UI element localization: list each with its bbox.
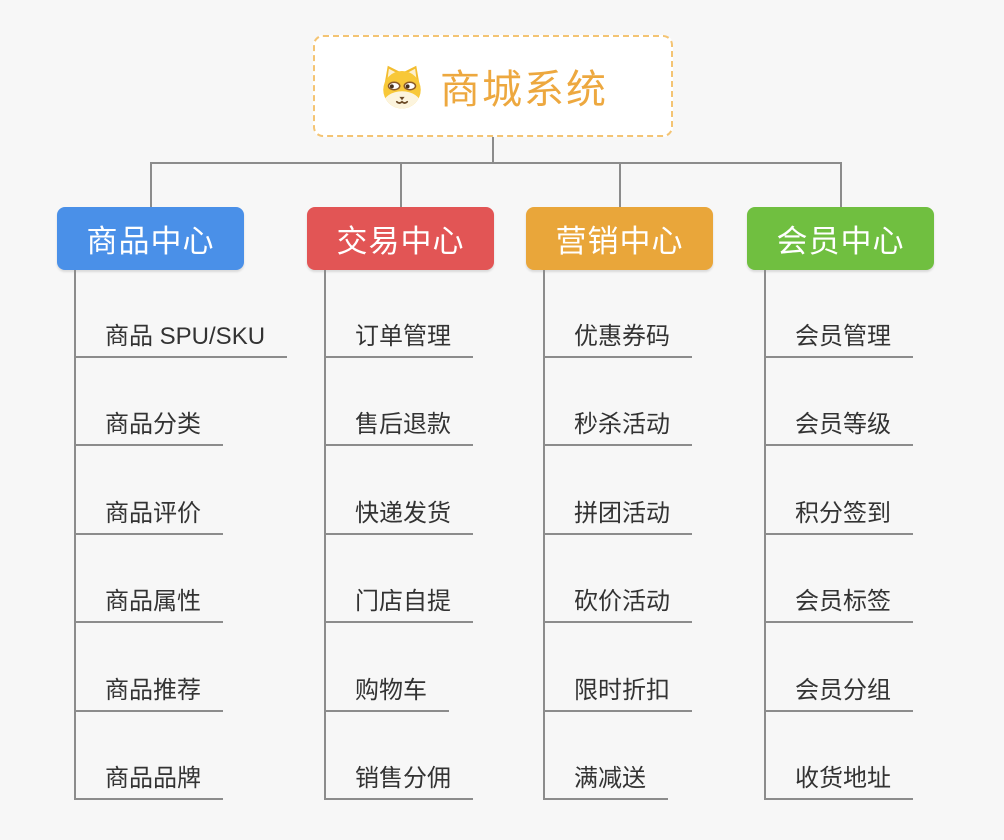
mindmap-child-node[interactable]: 快递发货 <box>324 499 473 535</box>
mindmap-child-node[interactable]: 销售分佣 <box>324 764 473 800</box>
mindmap-child-node[interactable]: 拼团活动 <box>543 499 692 535</box>
mindmap-child-node[interactable]: 满减送 <box>543 764 668 800</box>
mindmap-child-node[interactable]: 会员等级 <box>764 410 913 446</box>
mindmap-child-node[interactable]: 售后退款 <box>324 410 473 446</box>
mindmap-child-node[interactable]: 门店自提 <box>324 587 473 623</box>
connector-branch-drop <box>619 162 621 207</box>
root-label: 商城系统 <box>440 68 608 112</box>
branch-trunk-line <box>764 270 766 800</box>
mindmap-child-node[interactable]: 商品推荐 <box>74 676 223 712</box>
branch-trunk-line <box>543 270 545 800</box>
mindmap-child-node[interactable]: 商品分类 <box>74 410 223 446</box>
mindmap-child-node[interactable]: 订单管理 <box>324 322 473 358</box>
mindmap-child-node[interactable]: 会员分组 <box>764 676 913 712</box>
mindmap-child-node[interactable]: 砍价活动 <box>543 587 692 623</box>
branch-node[interactable]: 交易中心 <box>307 207 494 270</box>
branch-node[interactable]: 商品中心 <box>57 207 244 270</box>
mindmap-child-node[interactable]: 积分签到 <box>764 499 913 535</box>
branch: 营销中心 优惠券码秒杀活动拼团活动砍价活动限时折扣满减送 <box>526 207 786 840</box>
mindmap-child-node[interactable]: 优惠券码 <box>543 322 692 358</box>
mindmap-child-node[interactable]: 收货地址 <box>764 764 913 800</box>
root-node[interactable]: 商城系统 <box>313 35 673 137</box>
mindmap-child-node[interactable]: 商品属性 <box>74 587 223 623</box>
mindmap-child-node[interactable]: 会员标签 <box>764 587 913 623</box>
branch: 交易中心 订单管理售后退款快递发货门店自提购物车销售分佣 <box>307 207 567 840</box>
connector-branch-drop <box>400 162 402 207</box>
connector-bus-line <box>150 162 842 164</box>
connector-root-drop <box>492 137 494 164</box>
branch-trunk-line <box>74 270 76 800</box>
connector-branch-drop <box>840 162 842 207</box>
mindmap-child-node[interactable]: 商品品牌 <box>74 764 223 800</box>
mindmap-child-node[interactable]: 秒杀活动 <box>543 410 692 446</box>
connector-branch-drop <box>150 162 152 207</box>
mindmap-child-node[interactable]: 商品 SPU/SKU <box>74 322 288 358</box>
branch: 商品中心 商品 SPU/SKU 商品分类商品评价商品属性商品推荐商品品牌 <box>57 207 317 840</box>
branch: 会员中心 会员管理会员等级积分签到会员标签会员分组收货地址 <box>747 207 1004 840</box>
mindmap-child-node[interactable]: 限时折扣 <box>543 676 692 712</box>
mindmap-child-node[interactable]: 购物车 <box>324 676 449 712</box>
mindmap-child-node[interactable]: 会员管理 <box>764 322 913 358</box>
branch-trunk-line <box>324 270 326 800</box>
branch-node[interactable]: 会员中心 <box>747 207 934 270</box>
branch-node[interactable]: 营销中心 <box>526 207 713 270</box>
mindmap-child-node[interactable]: 商品评价 <box>74 499 223 535</box>
dog-face-icon <box>378 62 426 110</box>
